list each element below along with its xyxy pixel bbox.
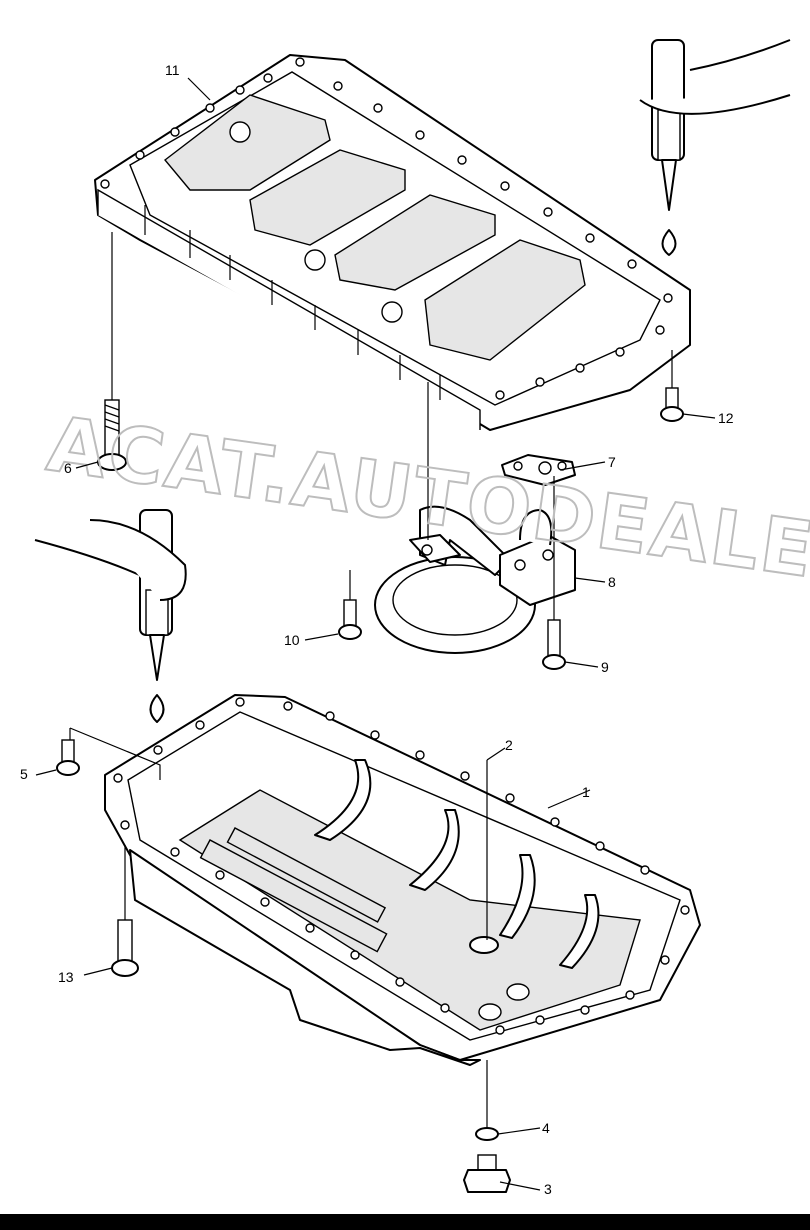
lower-oil-pan (104, 694, 701, 1066)
bolt-5 (56, 739, 80, 776)
callout-10: 10 (284, 632, 300, 648)
callout-13: 13 (58, 969, 74, 985)
callout-4: 4 (542, 1120, 550, 1136)
callout-11: 11 (165, 62, 180, 78)
strainer-gasket (501, 454, 576, 486)
callout-3: 3 (544, 1181, 552, 1197)
callout-8: 8 (608, 574, 616, 590)
sealant-applicator-left (34, 509, 187, 723)
callout-7: 7 (608, 454, 616, 470)
bolt-10 (338, 599, 362, 640)
footer-bar (0, 1214, 810, 1230)
callout-2: 2 (505, 737, 513, 753)
callout-1: 1 (582, 784, 590, 800)
callout-12: 12 (718, 410, 734, 426)
oil-strainer (374, 505, 576, 654)
callout-5: 5 (20, 766, 28, 782)
callout-9: 9 (601, 659, 609, 675)
lower-pan-bolt-holes (113, 697, 690, 1035)
callout-6: 6 (64, 460, 72, 476)
drain-plug-3 (463, 1154, 511, 1193)
sealant-applicator-top (639, 39, 791, 256)
bolt-9 (542, 619, 566, 670)
upper-oil-pan (94, 54, 691, 431)
bolt-12 (660, 387, 684, 422)
drain-washer-4 (475, 1127, 499, 1141)
assembly-lines (69, 232, 673, 1128)
callout-leaders (35, 77, 716, 1191)
upper-pan-bolt-holes (100, 57, 673, 400)
bolt-13 (111, 919, 139, 977)
